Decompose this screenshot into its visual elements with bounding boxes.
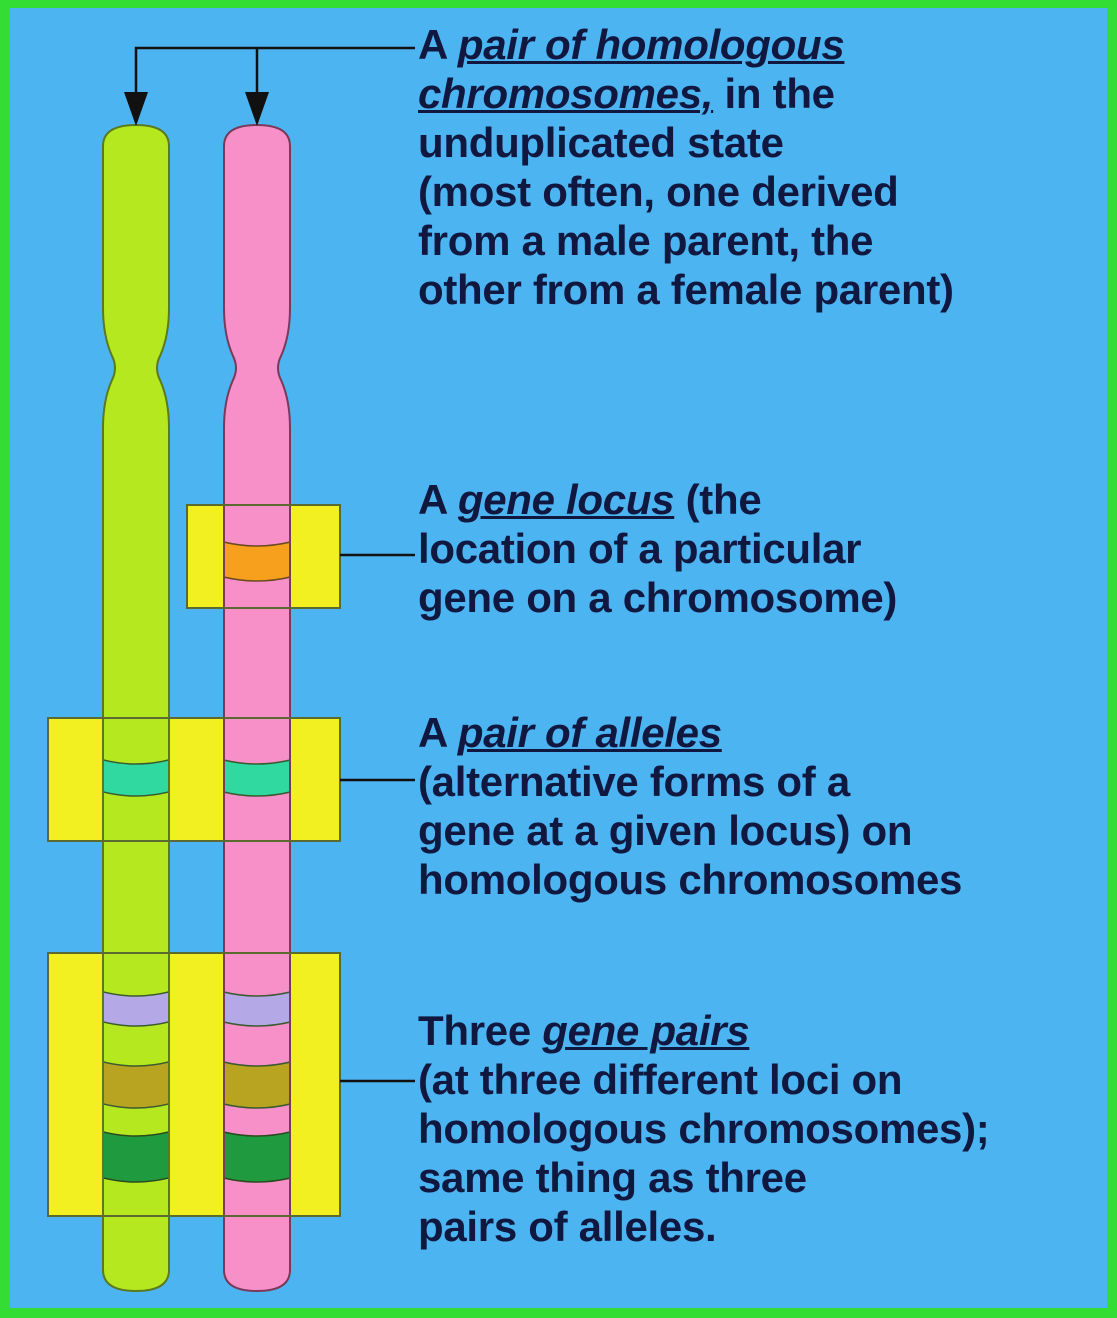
gene-locus-label: A gene locus (the location of a particul…: [418, 475, 897, 622]
gene-pairs-label: Three gene pairs (at three different loc…: [418, 1006, 990, 1251]
chromosome-left: [90, 125, 182, 1291]
gene-locus-term: gene locus: [458, 476, 674, 523]
homologous-pair-line5: from a male parent, the: [418, 217, 873, 264]
homologous-pair-prefix: A: [418, 21, 458, 68]
gene-pairs-term: gene pairs: [542, 1007, 749, 1054]
allele-pair-prefix: A: [418, 709, 458, 756]
allele-pair-line2: (alternative forms of a: [418, 758, 850, 805]
gene-pairs-line5: pairs of alleles.: [418, 1203, 716, 1250]
allele-pair-line3: gene at a given locus) on: [418, 807, 912, 854]
allele-pair-line4: homologous chromosomes: [418, 856, 962, 903]
gene-locus-line2: location of a particular: [418, 525, 861, 572]
gene-pairs-line2: (at three different loci on: [418, 1056, 902, 1103]
gene-pairs-line4: same thing as three: [418, 1154, 807, 1201]
homologous-pair-term-line1: pair of homologous: [458, 21, 845, 68]
diagram-frame: A pair of homologous chromosomes, in the…: [10, 8, 1107, 1308]
homologous-pair-term-line2: chromosomes,: [418, 70, 713, 117]
allele-pair-term: pair of alleles: [458, 709, 722, 756]
homologous-pair-rest-line2: in the: [713, 70, 835, 117]
gene-pairs-highlight-box: [48, 953, 340, 1216]
allele-pair-highlight-box: [48, 718, 340, 841]
gene-pairs-line3: homologous chromosomes);: [418, 1105, 990, 1152]
homologous-pair-label: A pair of homologous chromosomes, in the…: [418, 20, 954, 314]
homologous-pair-line6: other from a female parent): [418, 266, 954, 313]
homologous-pair-line3: unduplicated state: [418, 119, 784, 166]
chromosome-right: [210, 125, 304, 1291]
gene-locus-line3: gene on a chromosome): [418, 574, 897, 621]
gene-locus-rest-line1: (the: [674, 476, 761, 523]
gene-locus-prefix: A: [418, 476, 458, 523]
gene-pairs-prefix: Three: [418, 1007, 542, 1054]
allele-pair-label: A pair of alleles (alternative forms of …: [418, 708, 962, 904]
homologous-pair-line4: (most often, one derived: [418, 168, 899, 215]
